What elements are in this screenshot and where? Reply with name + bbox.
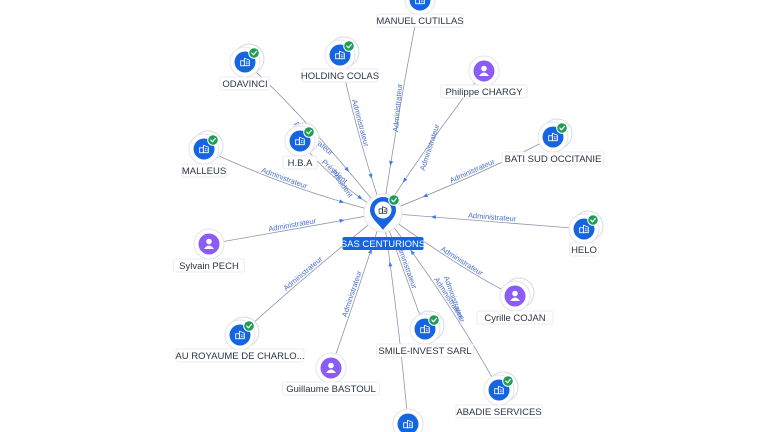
edge-arrow-malleus: [338, 199, 345, 204]
node-label-bastoul: Guillaume BASTOUL: [286, 384, 376, 395]
building-icon: [579, 224, 589, 234]
node-hba[interactable]: H.B.A: [282, 122, 320, 170]
node-label-pech: Sylvain PECH: [179, 261, 239, 272]
check-badge-icon: [556, 122, 568, 134]
building-icon: [335, 50, 345, 60]
node-chargy[interactable]: Philippe CHARGY: [440, 55, 528, 99]
check-badge-icon: [303, 126, 315, 138]
nodes-layer: MANUEL CUTILLAS ODAVINCI HOLDING COLAS Phil…: [173, 0, 605, 432]
node-label-abadie: ABADIE SERVICES: [456, 407, 541, 418]
check-badge-icon: [207, 134, 219, 146]
edge-label-bastoul: Administrateur: [340, 269, 364, 318]
node-cojan[interactable]: Cyrille COJAN: [476, 277, 554, 325]
building-icon: [420, 324, 430, 334]
edge-pech: [208, 212, 384, 245]
check-badge-icon: [343, 40, 355, 52]
edge-bati: [382, 136, 554, 214]
building-icon: [378, 206, 388, 214]
node-label-cojan: Cyrille COJAN: [484, 313, 545, 324]
node-label-smile: SMILE-INVEST SARL: [378, 346, 471, 357]
node-abadie[interactable]: ABADIE SERVICES: [455, 371, 543, 419]
check-badge-icon: [243, 320, 255, 332]
edge-arrow-holding: [368, 173, 373, 179]
edge-helo: [382, 212, 585, 230]
person-icon: [510, 290, 520, 301]
edge-label-pech: Administrateur: [268, 216, 318, 233]
check-badge-icon: [248, 47, 260, 59]
building-icon: [494, 385, 504, 395]
center-node[interactable]: SAS CENTURIONS: [341, 193, 425, 250]
node-manuel[interactable]: MANUEL CUTILLAS: [376, 0, 464, 28]
edge-arrow-helo: [430, 215, 437, 220]
node-label-chargy: Philippe CHARGY: [445, 87, 523, 98]
edge-label-cojan: Administrateur: [439, 244, 485, 278]
node-label-bati: BATI SUD OCCITANIE: [505, 154, 602, 165]
building-icon: [199, 144, 209, 154]
edge-label-holding: Administrateur: [350, 98, 371, 148]
node-label-manuel: MANUEL CUTILLAS: [376, 16, 463, 27]
node-pech[interactable]: Sylvain PECH: [173, 228, 245, 273]
building-icon: [295, 136, 305, 146]
node-royaume[interactable]: AU ROYAUME DE CHARLO...: [175, 316, 305, 363]
node-bati[interactable]: BATI SUD OCCITANIE: [501, 118, 605, 166]
node-smile[interactable]: SMILE-INVEST SARL: [376, 310, 474, 358]
building-icon: [415, 0, 425, 5]
edge-arrow-hba: [357, 194, 363, 200]
edge-malleus: [203, 148, 384, 214]
edge-bastoul: [330, 212, 384, 369]
edge-arrow-chargy: [402, 177, 408, 183]
edge-label-frag-1: Administrateur: [391, 83, 404, 132]
edge-abadie: [382, 212, 500, 391]
check-badge-icon: [587, 214, 599, 226]
building-icon: [403, 419, 413, 429]
edge-label-helo: Administrateur: [468, 211, 517, 224]
person-icon: [204, 238, 214, 249]
node-label-holding: HOLDING COLAS: [301, 71, 379, 82]
edge-arrow-abadie: [410, 249, 415, 256]
edge-arrow-bottom: [388, 261, 393, 267]
node-bottom[interactable]: [392, 408, 424, 432]
person-icon: [326, 362, 336, 373]
node-label-royaume: AU ROYAUME DE CHARLO...: [175, 351, 304, 362]
check-badge-icon: [388, 194, 400, 206]
node-odavinci[interactable]: ODAVINCI: [219, 43, 271, 91]
person-icon: [479, 65, 489, 76]
edge-label-bati: Administrateur: [448, 157, 496, 185]
node-label-malleus: MALLEUS: [182, 166, 226, 177]
edge-label-royaume: Administrateur: [282, 254, 325, 293]
building-icon: [548, 132, 558, 142]
node-helo[interactable]: HELO: [568, 210, 604, 257]
node-label-hba: H.B.A: [288, 158, 313, 169]
node-label-helo: HELO: [571, 245, 597, 256]
node-malleus[interactable]: MALLEUS: [181, 130, 227, 178]
edge-arrow-odavinci: [344, 166, 350, 172]
node-bastoul[interactable]: Guillaume BASTOUL: [282, 352, 380, 396]
node-holding[interactable]: HOLDING COLAS: [301, 36, 379, 83]
edge-arrow-pech: [339, 218, 345, 223]
edge-label-frag-2: Administrateur: [418, 122, 442, 171]
check-badge-icon: [502, 375, 514, 387]
check-badge-icon: [428, 314, 440, 326]
edge-arrow-bati: [422, 193, 429, 198]
edge-arrow-manuel: [389, 160, 394, 166]
building-icon: [240, 57, 250, 67]
node-label-odavinci: ODAVINCI: [222, 79, 267, 90]
building-icon: [235, 330, 245, 340]
center-label: SAS CENTURIONS: [341, 239, 425, 250]
